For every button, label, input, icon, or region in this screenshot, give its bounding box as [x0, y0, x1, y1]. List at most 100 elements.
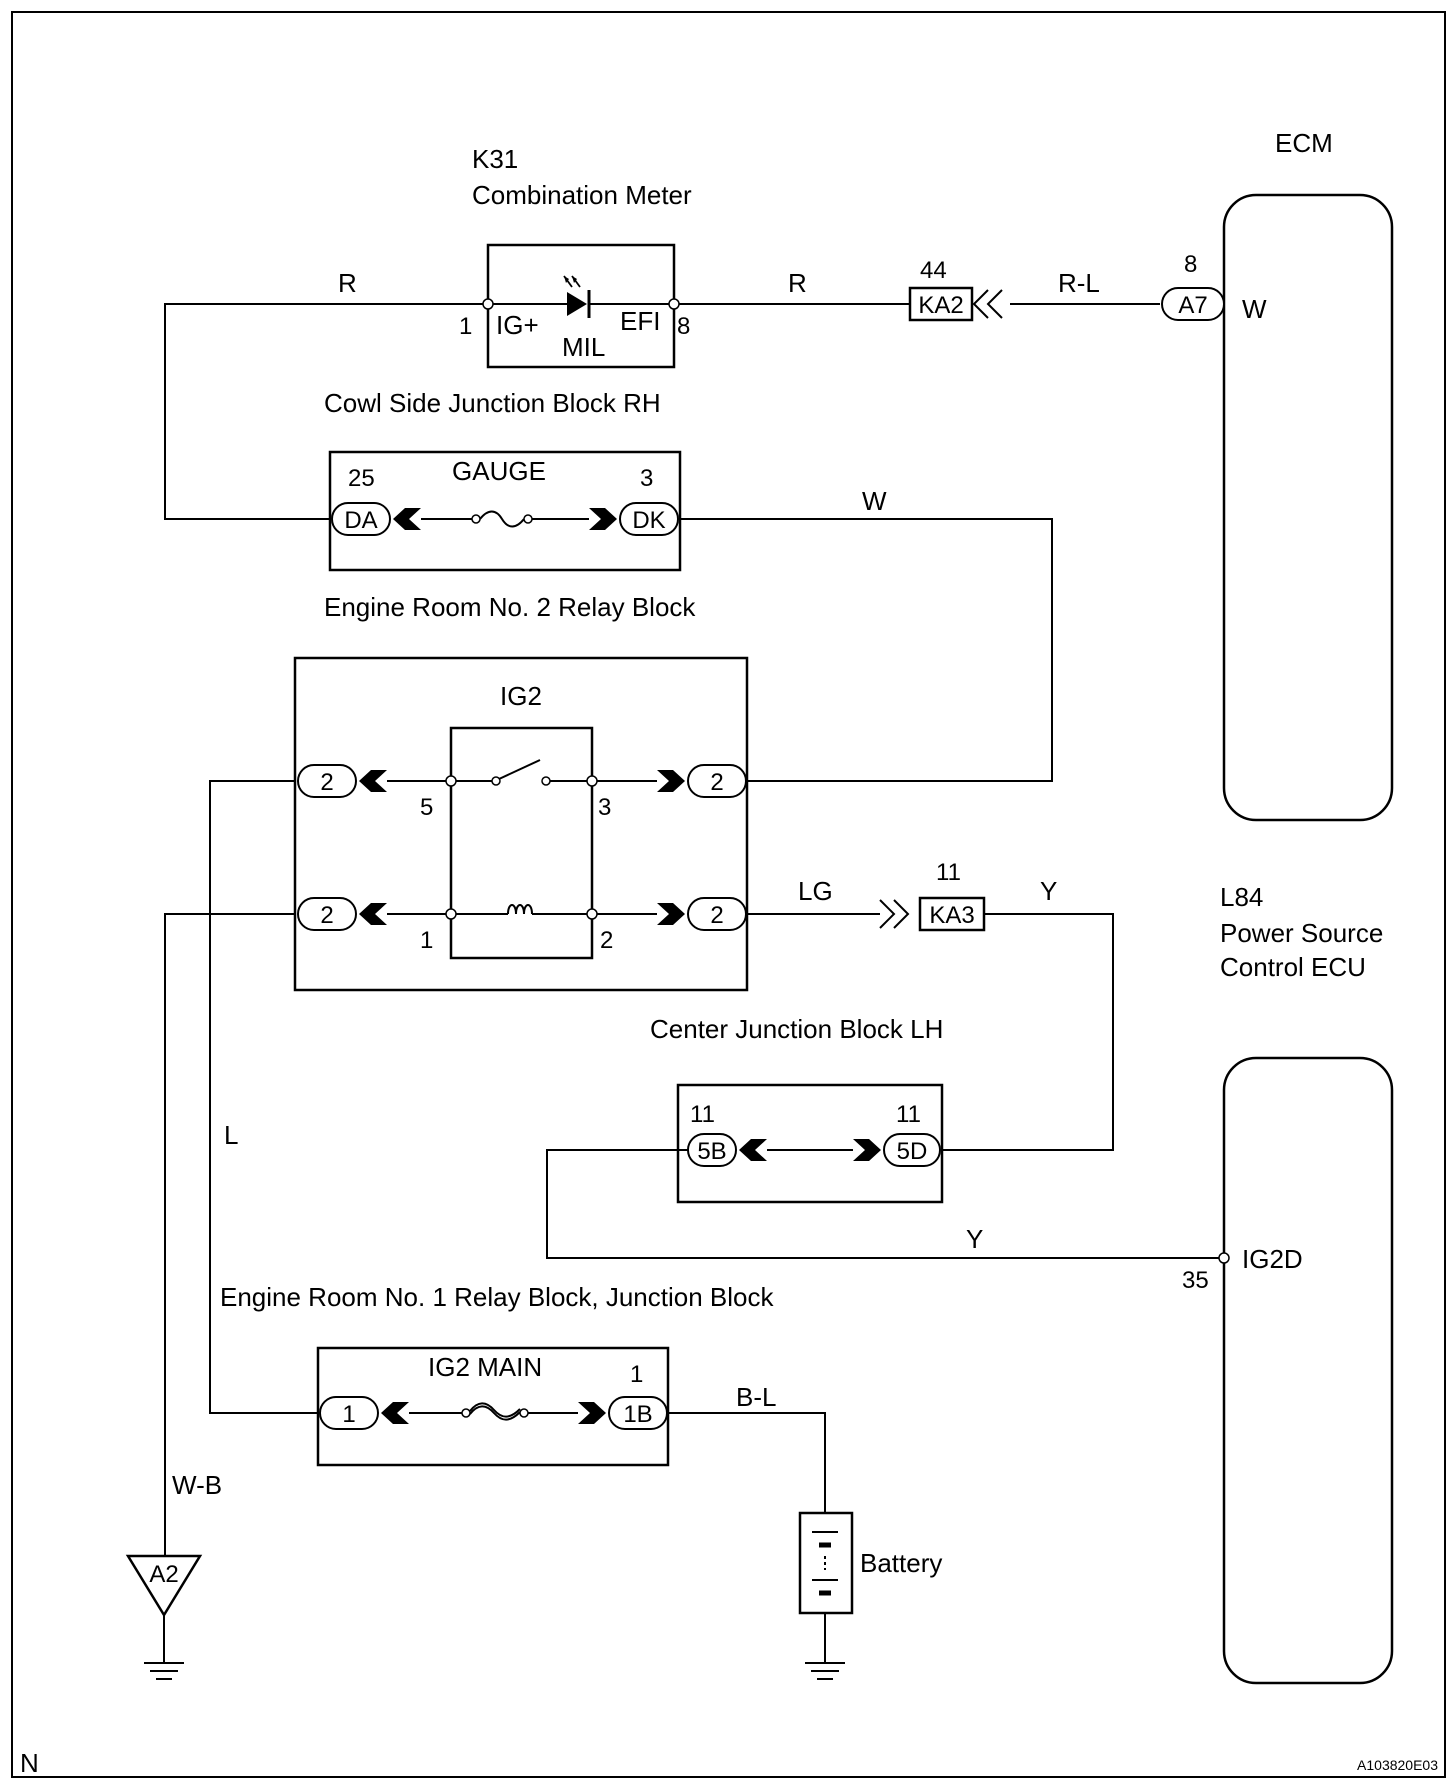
- wire-label-l: L: [224, 1120, 238, 1150]
- mil-led-icon: [563, 275, 591, 318]
- relay-connector-right-bottom: 2: [710, 902, 723, 929]
- footer-left: N: [20, 1748, 39, 1778]
- ka2-plug-icon: [972, 289, 1003, 319]
- mil-label: MIL: [562, 332, 605, 362]
- wire-y-bottom: [546, 1149, 1224, 1259]
- wire-label-y-top: Y: [1040, 876, 1057, 906]
- wire-label-r-left: R: [338, 268, 357, 298]
- footer-right: A103820E03: [1357, 1757, 1438, 1773]
- ka3-pin-11: 11: [936, 859, 961, 886]
- relay-connector-left-top: 2: [320, 769, 333, 796]
- power-source-ecu-box: [1222, 1056, 1394, 1685]
- da-connector-pill: [331, 502, 391, 536]
- a2-ground-triangle: [125, 1554, 203, 1618]
- wire-b-l: [668, 1412, 826, 1513]
- ka3-connector: KA3: [929, 902, 974, 929]
- wire-w: [680, 518, 1053, 782]
- ecm-label: ECM: [1275, 128, 1333, 158]
- dk-connector-pill: [619, 502, 679, 536]
- relay-switch-icon: [491, 759, 551, 786]
- k31-name: Combination Meter: [472, 180, 692, 210]
- ka2-connector-box: [908, 286, 974, 322]
- a7-pin-8: 8: [1184, 251, 1197, 278]
- b5b-connector-pill: [687, 1133, 737, 1167]
- cowl-block-label: Cowl Side Junction Block RH: [324, 388, 661, 418]
- wire-label-r-l: R-L: [1058, 268, 1100, 298]
- center-block-box: [676, 1083, 944, 1204]
- efi-label: EFI: [620, 306, 660, 336]
- wire-label-b-l: B-L: [736, 1382, 776, 1412]
- wire-y-top: [942, 913, 1114, 1151]
- da-connector: DA: [344, 507, 377, 534]
- d5d-pin-11: 11: [896, 1101, 921, 1128]
- wire-label-r-right: R: [788, 268, 807, 298]
- ka2-pin-44: 44: [920, 257, 947, 284]
- relay-connector-left-bottom: 2: [320, 902, 333, 929]
- ka3-plug-icon: [879, 899, 910, 929]
- dk-pin-3: 3: [640, 465, 653, 492]
- ig2d-pin-35: 35: [1182, 1267, 1209, 1294]
- wire-label-lg: LG: [798, 876, 833, 906]
- m1-connector: 1: [342, 1401, 355, 1428]
- b5b-pin-11: 11: [690, 1101, 715, 1128]
- wire-label-w: W: [862, 486, 887, 516]
- ka3-connector-box: [918, 896, 986, 932]
- l84-ref: L84: [1220, 882, 1263, 912]
- relay-pin-1: 1: [420, 927, 433, 954]
- er1-block-label: Engine Room No. 1 Relay Block, Junction …: [220, 1282, 774, 1312]
- l84-name-2: Control ECU: [1220, 952, 1366, 982]
- relay-pin-2: 2: [600, 927, 613, 954]
- ig-plus-label: IG+: [496, 310, 539, 340]
- battery-label: Battery: [860, 1548, 942, 1578]
- er2-block-box: [293, 656, 749, 992]
- da-pin-25: 25: [348, 465, 375, 492]
- k31-ref: K31: [472, 144, 518, 174]
- d5d-connector-pill: [883, 1133, 941, 1167]
- c1b-connector: 1B: [623, 1401, 652, 1428]
- ka2-connector: KA2: [918, 292, 963, 319]
- wire-label-y-bottom: Y: [966, 1224, 983, 1254]
- relay-pin-3: 3: [598, 794, 611, 821]
- wire-label-w-b: W-B: [172, 1470, 222, 1500]
- meter-pin-1: 1: [459, 313, 472, 340]
- wire-r-left: [164, 303, 488, 520]
- ig2-relay-box: [449, 726, 594, 960]
- ig2-main-fusible-link-icon: [461, 1402, 529, 1421]
- meter-terminal-1: [482, 298, 494, 310]
- meter-pin-8: 8: [677, 313, 690, 340]
- b1b-pin-1: 1: [630, 1361, 643, 1388]
- l84-name-1: Power Source: [1220, 918, 1383, 948]
- relay-connector-pill-right-bottom: [687, 897, 747, 931]
- d5d-connector: 5D: [897, 1138, 928, 1165]
- ecm-pin-w: W: [1242, 294, 1267, 324]
- gauge-label: GAUGE: [452, 456, 546, 486]
- er1-block-box: [316, 1346, 670, 1467]
- relay-pin-5: 5: [420, 794, 433, 821]
- battery-icon: [812, 1531, 838, 1596]
- battery-box: [798, 1511, 854, 1615]
- center-block-label: Center Junction Block LH: [650, 1014, 943, 1044]
- diagram-frame: [11, 11, 1446, 1778]
- ecm-box: [1222, 193, 1394, 822]
- b5b-connector: 5B: [697, 1138, 726, 1165]
- er2-block-label: Engine Room No. 2 Relay Block: [324, 592, 696, 622]
- m1-connector-pill: [319, 1396, 379, 1430]
- ig2d-label: IG2D: [1242, 1244, 1303, 1274]
- a7-connector-pill: [1161, 287, 1225, 321]
- relay-connector-pill-left-bottom: [297, 897, 357, 931]
- a2-connector: A2: [149, 1561, 178, 1588]
- battery-ground-icon: [805, 1662, 845, 1680]
- wire-w-b: [164, 913, 296, 1556]
- meter-terminal-8: [668, 298, 680, 310]
- relay-coil-icon: [507, 904, 533, 915]
- a7-connector: A7: [1178, 292, 1207, 319]
- wire-l: [209, 780, 318, 1414]
- relay-connector-right-top: 2: [710, 769, 723, 796]
- c1b-connector-pill: [608, 1396, 668, 1430]
- ig2-label: IG2: [500, 681, 542, 711]
- gauge-fuse-icon: [471, 510, 533, 528]
- cowl-block-box: [328, 450, 682, 572]
- a2-ground-icon: [144, 1662, 184, 1680]
- dk-connector: DK: [632, 507, 665, 534]
